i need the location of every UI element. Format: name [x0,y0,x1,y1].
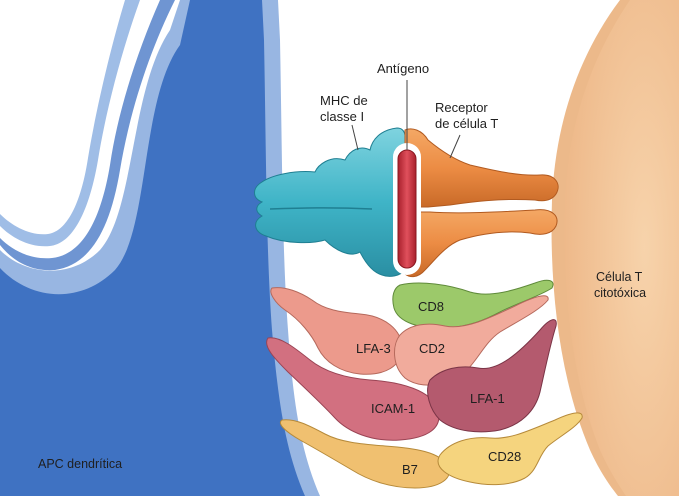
mhc-pointer-line [352,125,358,150]
cd2-label: CD2 [419,341,445,356]
mhc-label-line2: classe I [320,109,364,124]
cd8-label: CD8 [418,299,444,314]
cd28-label: CD28 [488,449,521,464]
apc-dendritic-cell [0,0,320,496]
antigen-shape [398,150,416,268]
tcr-label-line1: Receptor [435,100,488,115]
icam1-label: ICAM-1 [371,401,415,416]
mhc-label-line1: MHC de [320,93,368,108]
antigen-label: Antígeno [377,61,429,76]
t-cell-receptor [405,129,558,277]
antigen-peptide [393,80,421,275]
tcr-lower-arm [405,210,557,277]
lfa1-label: LFA-1 [470,391,505,406]
tcr-pointer-line [450,135,460,158]
apc-label: APC dendrítica [38,457,122,471]
tcr-upper-arm [405,129,558,207]
tcr-label-line2: de célula T [435,116,498,131]
b7-label: B7 [402,462,418,477]
t-cell-label-line2: citotóxica [594,286,646,300]
lfa3-label: LFA-3 [356,341,391,356]
t-cell-label-line1: Célula T [596,270,643,284]
